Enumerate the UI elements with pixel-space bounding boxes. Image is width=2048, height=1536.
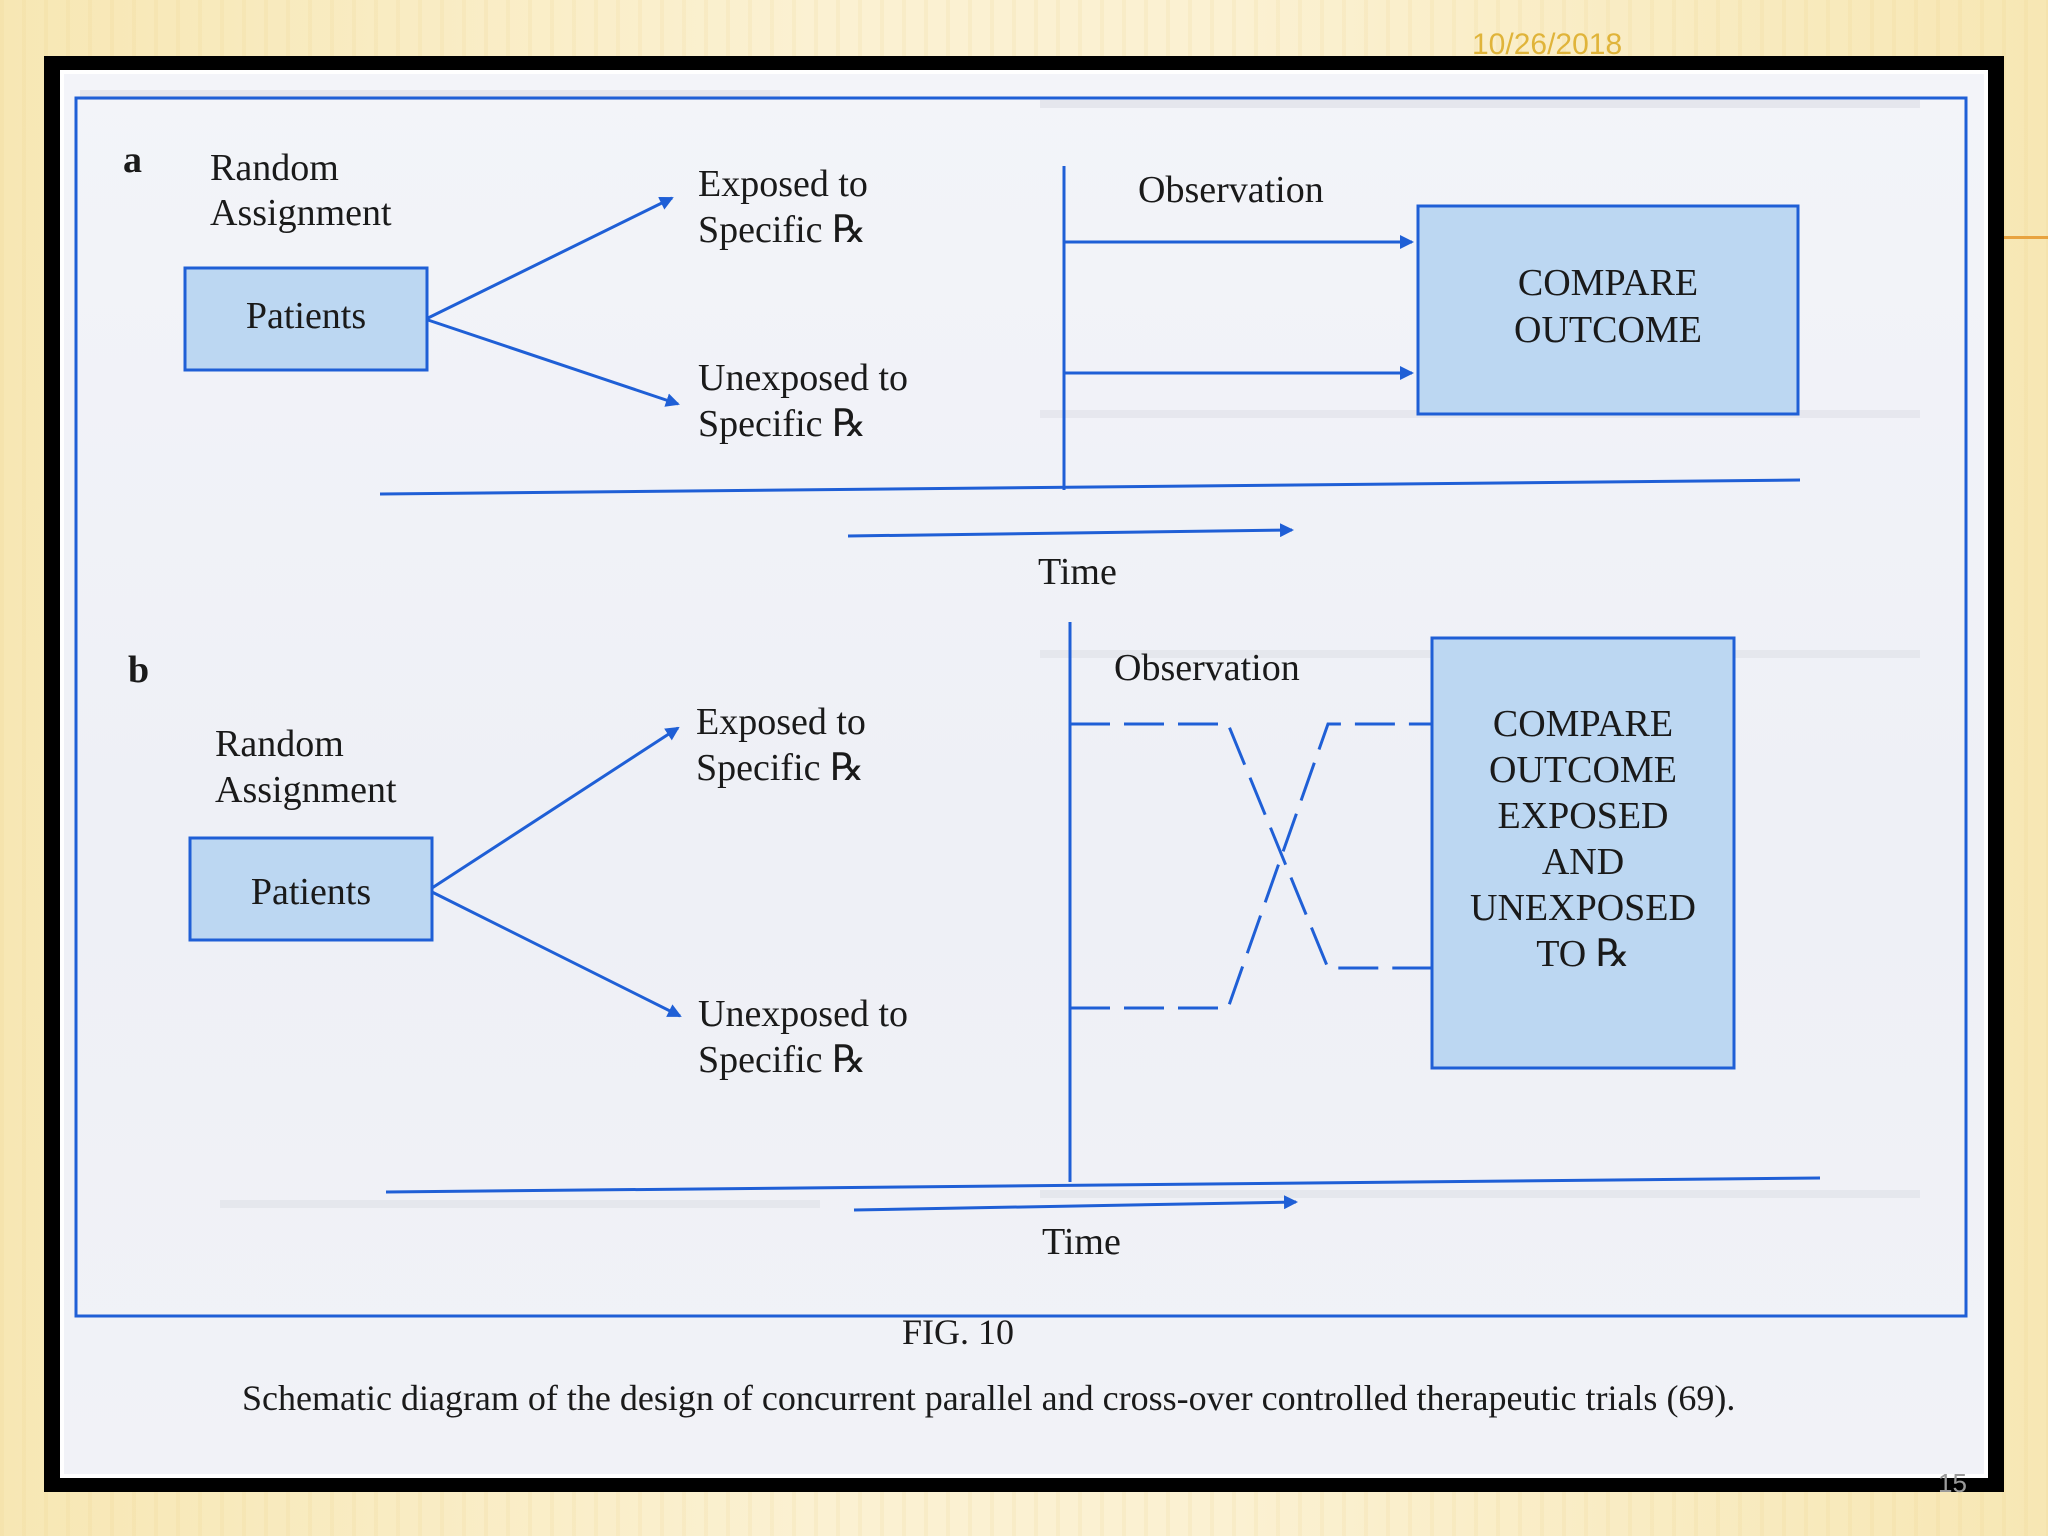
panel-b-crossover-path-down — [1070, 722, 1432, 970]
slide-page-number: 15 — [1938, 1468, 1967, 1498]
panel-a: a Random Assignment Patients Exposed to … — [123, 139, 1801, 593]
panel-a-exposed-line2: Specific ℞ — [698, 209, 866, 251]
panel-b-patients-label: Patients — [251, 871, 371, 913]
panel-b-compare-line5: UNEXPOSED — [1470, 887, 1696, 929]
decorative-rule — [2004, 236, 2048, 239]
panel-a-patients-label: Patients — [246, 295, 366, 337]
figure-number: FIG. 10 — [902, 1312, 1014, 1352]
panel-b-arrow-exposed — [431, 726, 680, 890]
figure-caption: Schematic diagram of the design of concu… — [242, 1378, 1735, 1418]
panel-b-patients-box — [188, 836, 434, 942]
panel-a-compare-line1: COMPARE — [1518, 262, 1698, 304]
panel-b: b Random Assignment Patients Exposed to … — [128, 622, 1821, 1263]
panel-b-random-line2: Assignment — [215, 769, 397, 811]
panel-a-compare-line2: OUTCOME — [1514, 309, 1702, 351]
panel-b-time-label: Time — [1042, 1221, 1121, 1263]
panel-b-timeline — [385, 1176, 1821, 1194]
panel-b-compare-box — [1430, 636, 1736, 1070]
panel-b-compare-line4: AND — [1542, 841, 1624, 883]
panel-b-letter: b — [128, 649, 149, 691]
panel-b-unexposed-line2: Specific ℞ — [698, 1039, 866, 1081]
panel-a-time-arrow — [847, 523, 1294, 538]
panel-b-exposed-line2: Specific ℞ — [696, 747, 864, 789]
panel-a-random-line2: Assignment — [210, 192, 392, 234]
panel-a-arrow-exposed — [427, 196, 674, 320]
panel-b-crossover-path-up — [1070, 722, 1432, 1010]
panel-b-random-line1: Random — [215, 723, 344, 765]
panel-a-random-line1: Random — [210, 147, 339, 189]
panel-b-compare-line2: OUTCOME — [1489, 749, 1677, 791]
panel-b-observation: Observation — [1114, 647, 1300, 689]
panel-a-timeline — [379, 478, 1801, 496]
panel-b-compare-line1: COMPARE — [1493, 703, 1673, 745]
panel-a-observation: Observation — [1138, 169, 1324, 211]
panel-a-compare-box — [1416, 204, 1800, 416]
panel-a-arrow-unexposed — [427, 318, 680, 407]
panel-a-letter: a — [123, 139, 142, 181]
panel-b-unexposed-line1: Unexposed to — [698, 993, 908, 1035]
panel-a-unexposed-line1: Unexposed to — [698, 357, 908, 399]
panel-a-time-label: Time — [1038, 551, 1117, 593]
panel-b-compare-line6: TO ℞ — [1536, 933, 1630, 975]
panel-b-time-arrow — [853, 1195, 1298, 1212]
trial-design-diagram: a Random Assignment Patients Exposed to … — [74, 90, 1968, 1418]
panel-b-compare-line3: EXPOSED — [1497, 795, 1668, 837]
panel-a-exposed-line1: Exposed to — [698, 163, 868, 205]
panel-b-arrow-unexposed — [431, 890, 682, 1018]
figure-border — [74, 96, 1968, 1318]
panel-b-exposed-line1: Exposed to — [696, 701, 866, 743]
panel-a-patients-box — [183, 266, 429, 372]
panel-a-unexposed-line2: Specific ℞ — [698, 403, 866, 445]
slide-date: 10/26/2018 — [1472, 28, 1623, 61]
